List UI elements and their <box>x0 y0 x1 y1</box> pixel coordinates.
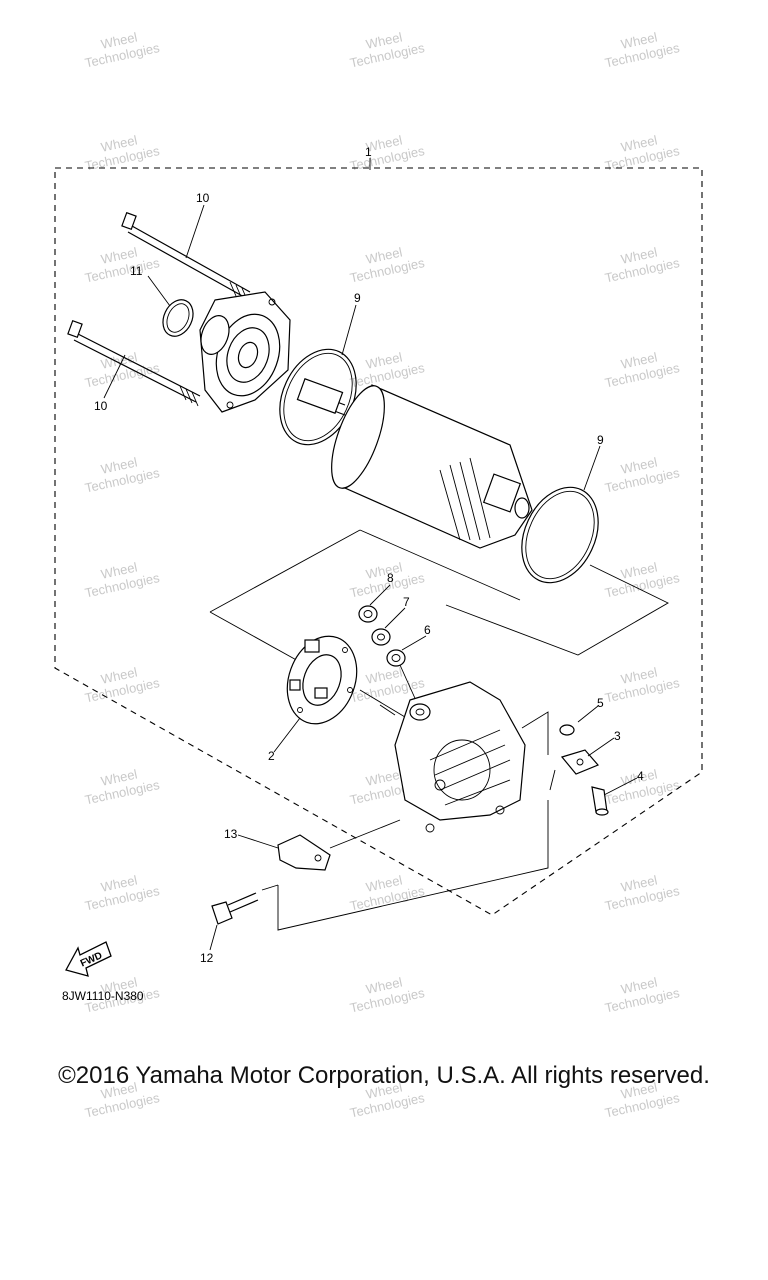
washer-6 <box>386 649 406 667</box>
brush-holder <box>286 635 358 725</box>
callout-13: 13 <box>224 827 238 841</box>
callout-3: 3 <box>614 729 621 743</box>
screw-4 <box>591 786 609 816</box>
terminal-nut-3 <box>560 749 600 775</box>
rear-cover <box>394 681 526 833</box>
o-ring-9-right <box>521 486 599 584</box>
callout-4: 4 <box>637 769 644 783</box>
through-bolt-lower <box>67 319 201 407</box>
callout-5: 5 <box>597 696 604 710</box>
front-cover <box>199 291 291 413</box>
diagram-code: 8JW1110-N380 <box>62 989 144 1003</box>
washer-5 <box>559 724 575 736</box>
callout-9-right: 9 <box>597 433 604 447</box>
callout-1: 1 <box>365 145 372 159</box>
reference-plane-lines <box>209 529 669 721</box>
motor-yoke <box>296 378 533 549</box>
callout-2: 2 <box>268 749 275 763</box>
lead-clamp-13 <box>277 834 331 871</box>
o-ring-11 <box>162 299 194 337</box>
callout-11: 11 <box>130 264 143 278</box>
copyright-notice: ©2016 Yamaha Motor Corporation, U.S.A. A… <box>58 1062 710 1089</box>
callout-8: 8 <box>387 571 394 585</box>
callout-10-lower: 10 <box>94 399 108 413</box>
washer-7 <box>371 628 391 646</box>
callout-12: 12 <box>200 951 214 965</box>
callout-10-upper: 10 <box>196 191 210 205</box>
nut-8 <box>358 605 378 623</box>
assembly-boundary-dashed <box>54 167 703 916</box>
flange-bolt-12 <box>211 892 259 925</box>
callout-7: 7 <box>403 595 410 609</box>
through-bolt-upper <box>121 211 251 303</box>
fwd-arrow-icon: FWD <box>65 941 112 977</box>
callout-6: 6 <box>424 623 431 637</box>
callout-9-left: 9 <box>354 291 361 305</box>
